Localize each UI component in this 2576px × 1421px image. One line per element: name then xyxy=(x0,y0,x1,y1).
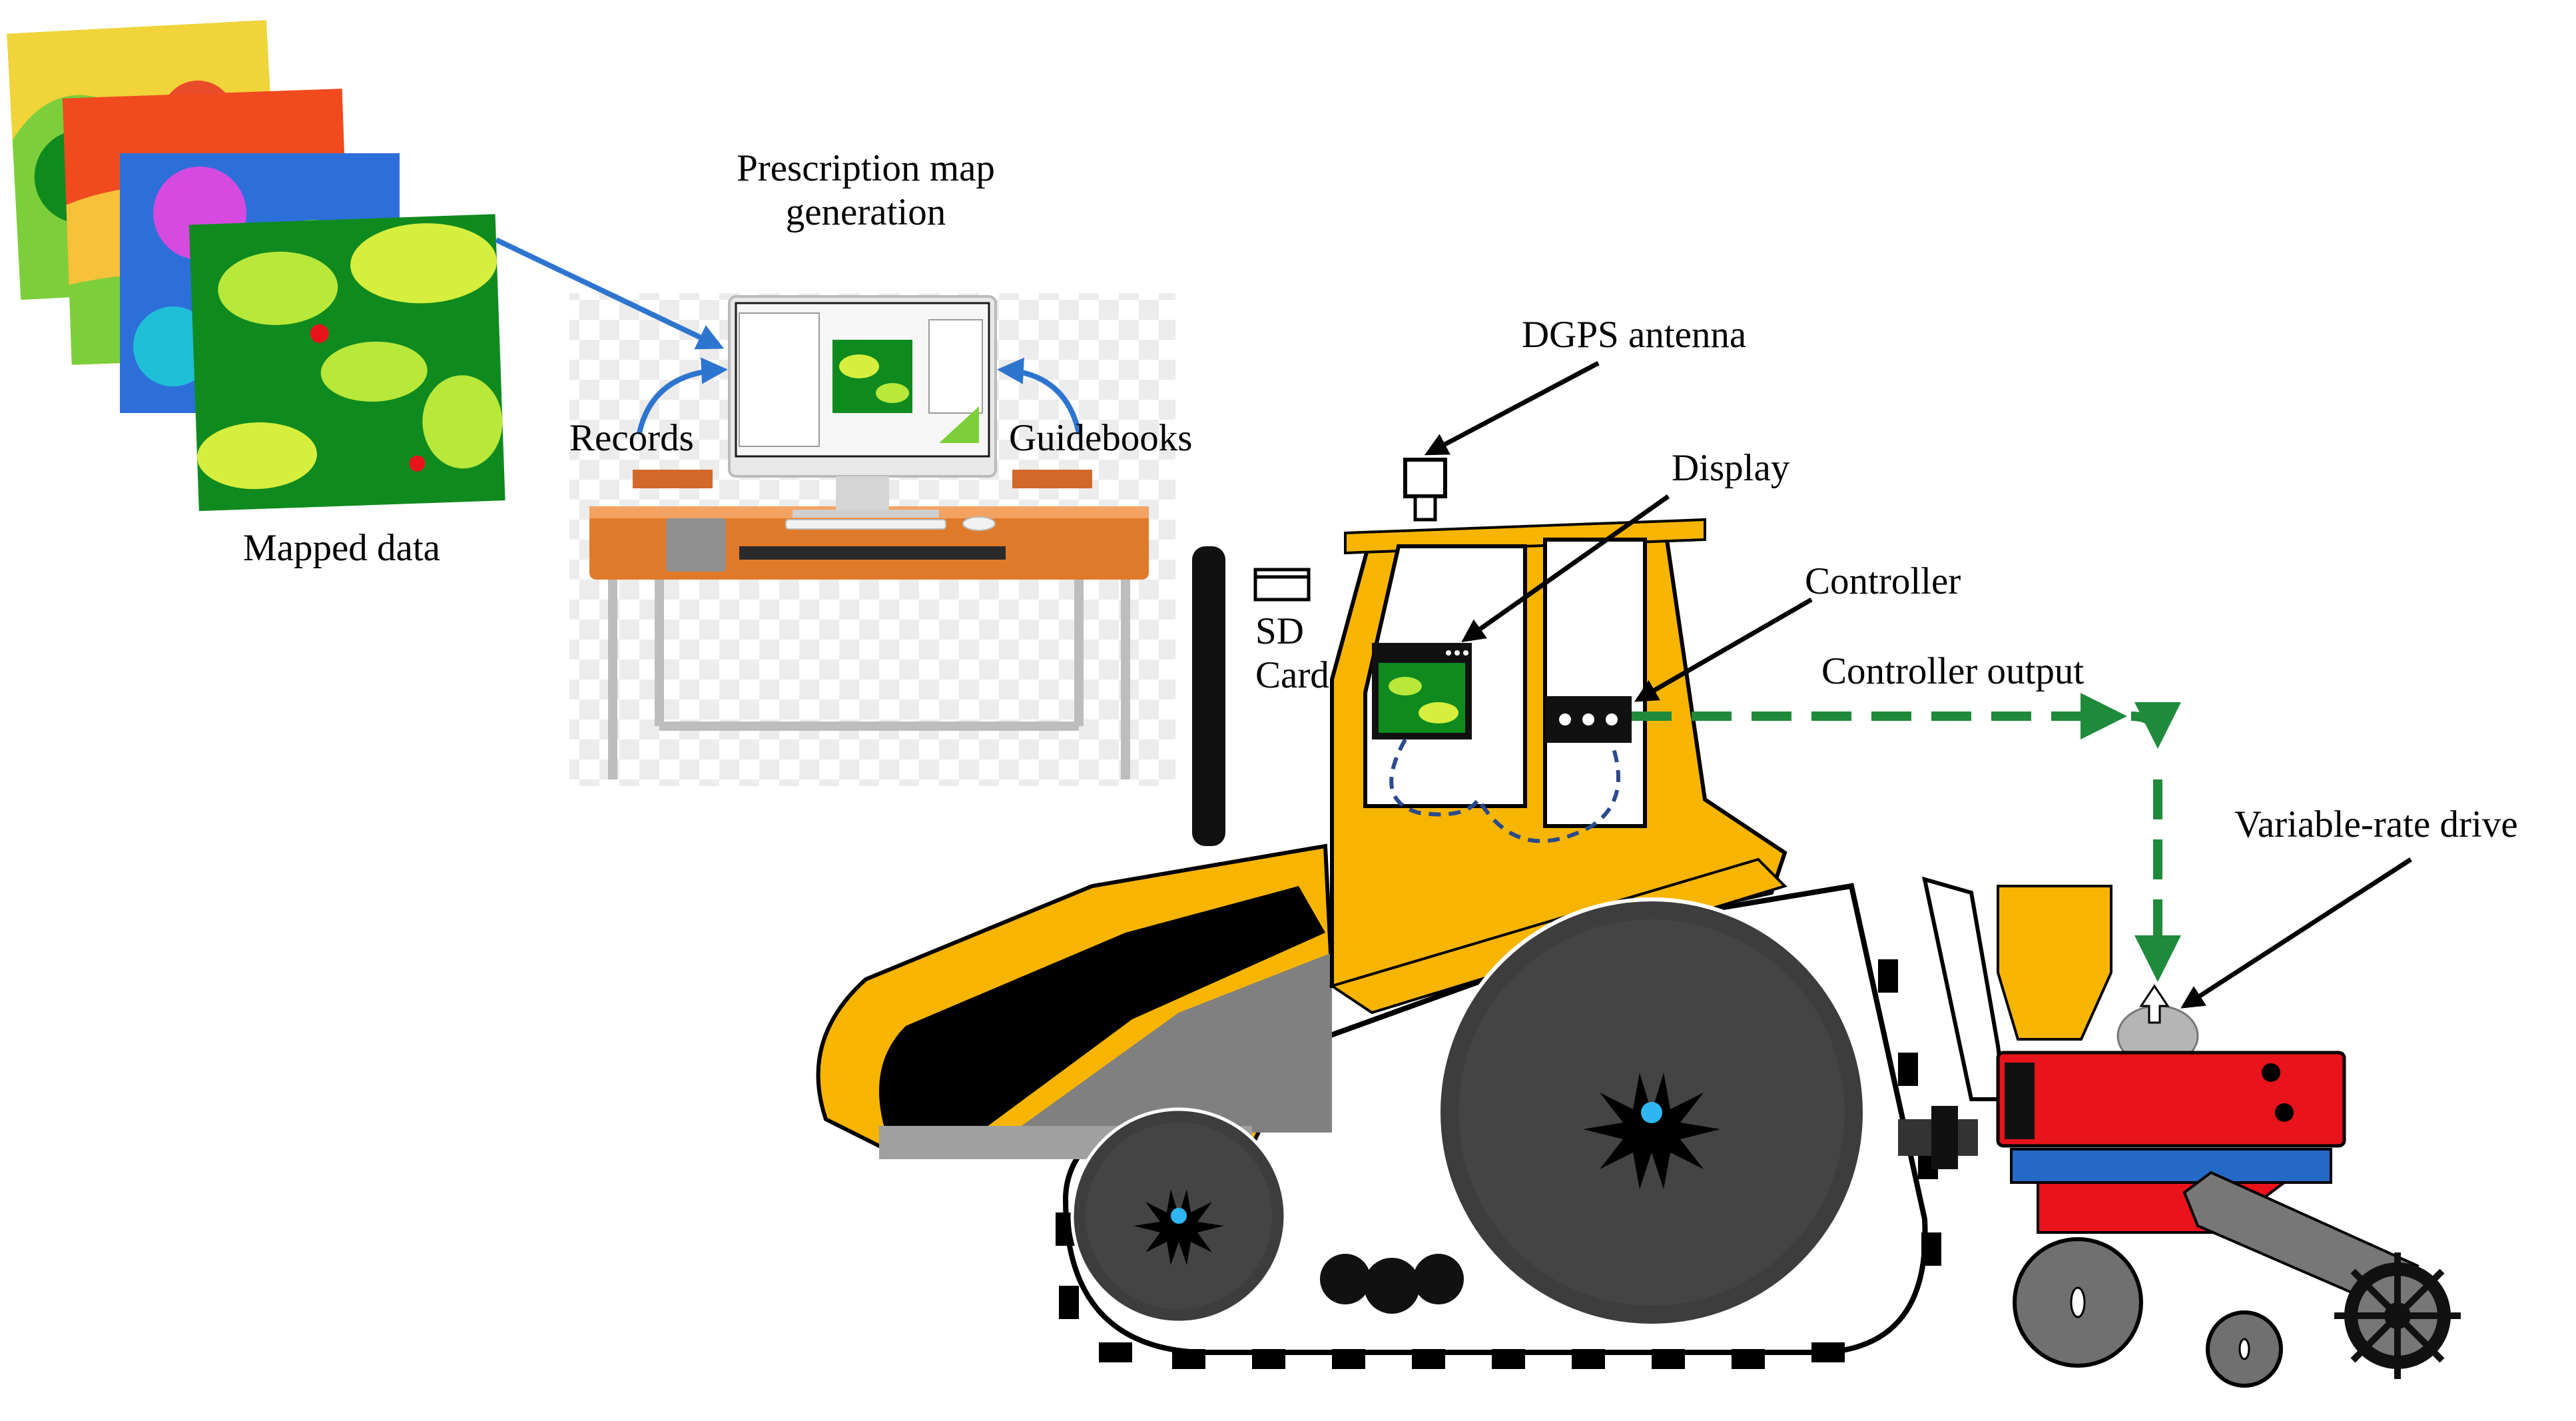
left-pad xyxy=(633,470,713,488)
sd-card-icon xyxy=(1253,568,1311,602)
seed-hopper xyxy=(1997,885,2112,1041)
keyboard xyxy=(785,519,946,530)
exhaust-stack xyxy=(1192,546,1225,846)
sd-card-label: SD Card xyxy=(1255,610,1329,697)
desk-legs xyxy=(608,580,1130,779)
dgps-antenna xyxy=(1403,458,1447,498)
planter-implement xyxy=(1922,876,2461,1388)
cab-window-rear xyxy=(1543,538,1647,828)
mapped-data-arrow xyxy=(495,237,725,350)
display-label: Display xyxy=(1672,447,1790,489)
dgps-antenna-label: DGPS antenna xyxy=(1522,314,1747,356)
sd-label-line2: Card xyxy=(1255,654,1329,696)
drive-wheel-hub xyxy=(1641,1102,1662,1123)
guidebooks-label: Guidebooks xyxy=(1009,417,1193,459)
planter-blue-bar xyxy=(2010,1148,2332,1184)
variable-rate-drive-label: Variable-rate drive xyxy=(2234,803,2518,845)
planter-gears xyxy=(2262,1063,2294,1122)
controller-output-label: Controller output xyxy=(1821,650,2085,692)
right-pad xyxy=(1012,470,1092,488)
input-arrows xyxy=(495,237,1082,434)
dgps-callout-arrow xyxy=(1424,360,1600,456)
prescription-label-line2: generation xyxy=(785,191,946,233)
callout-arrows xyxy=(1424,360,2412,1009)
workstation xyxy=(569,293,1175,786)
prescription-label-line1: Prescription map xyxy=(737,147,995,189)
idler-wheel-hub xyxy=(1171,1208,1187,1224)
variable-rate-callout-arrow xyxy=(2180,857,2412,1009)
tractor xyxy=(816,458,1978,1369)
display-screen-map xyxy=(1379,663,1465,733)
display-callout-arrow xyxy=(1461,494,1670,643)
mapped-data-stack xyxy=(7,20,505,512)
internal-cables xyxy=(1389,738,1620,843)
guidebooks-arrow xyxy=(997,357,1082,434)
sd-label-line1: SD xyxy=(1255,610,1304,652)
records-label: Records xyxy=(569,417,694,459)
track-rollers xyxy=(1320,1254,1464,1314)
spiked-closing-wheel xyxy=(2334,1252,2461,1379)
screen-map xyxy=(832,340,912,413)
planter-body xyxy=(1996,1051,2346,1148)
map-layer-front xyxy=(188,214,505,512)
mouse xyxy=(962,516,996,531)
records-arrow xyxy=(637,357,728,434)
prescription-map-label: Prescription map generation xyxy=(706,147,1026,234)
mapped-data-label: Mapped data xyxy=(243,527,440,569)
controller-output-signal xyxy=(1632,693,2181,982)
controller-callout-arrow xyxy=(1634,597,1813,702)
controller-label: Controller xyxy=(1805,560,1961,602)
